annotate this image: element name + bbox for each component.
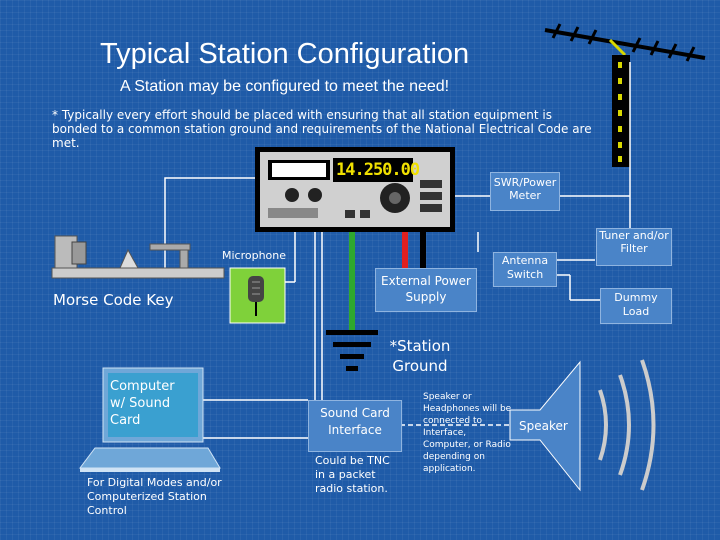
swr-meter-label: SWR/Power Meter: [493, 176, 557, 202]
antenna-icon: [544, 23, 706, 167]
ground-icon: [326, 330, 378, 371]
power-supply-label: External Power Supply: [381, 274, 471, 304]
sound-card-box: Sound Card Interface: [308, 400, 402, 452]
grounding-note: * Typically every effort should be place…: [52, 108, 592, 150]
page-subtitle: A Station may be configured to meet the …: [120, 78, 450, 95]
microphone-label: Microphone: [222, 249, 287, 262]
tuner-box: Tuner and/or Filter: [596, 228, 672, 266]
dummy-load-label: Dummy Load: [614, 291, 658, 318]
antenna-switch-box: Antenna Switch: [493, 252, 557, 287]
dummy-load-box: Dummy Load: [600, 288, 672, 324]
radio-icon: [255, 147, 455, 232]
morse-key-icon: [51, 235, 225, 279]
morse-key-label: Morse Code Key: [53, 291, 174, 309]
tnc-label: Could be TNC in a packet radio station.: [315, 454, 390, 495]
speaker-icon: [509, 359, 656, 492]
microphone-icon: [229, 267, 286, 324]
digital-modes-label: For Digital Modes and/or Computerized St…: [87, 476, 222, 517]
power-supply-box: External Power Supply: [375, 268, 477, 312]
speaker-label: Speaker: [519, 419, 568, 433]
computer-label: Computer w/ Sound Card: [110, 379, 175, 428]
antenna-switch-label: Antenna Switch: [501, 254, 549, 281]
computer-icon: [79, 367, 221, 472]
swr-meter-box: SWR/Power Meter: [490, 172, 560, 211]
radio-frequency-display: 14.250.00: [336, 160, 420, 180]
speaker-note-label: Speaker or Headphones will be connected …: [423, 392, 512, 474]
station-ground-label: *Station Ground: [389, 337, 451, 375]
tuner-label: Tuner and/or Filter: [599, 229, 669, 255]
page-title: Typical Station Configuration: [100, 38, 470, 70]
sound-card-label: Sound Card Interface: [320, 406, 390, 437]
